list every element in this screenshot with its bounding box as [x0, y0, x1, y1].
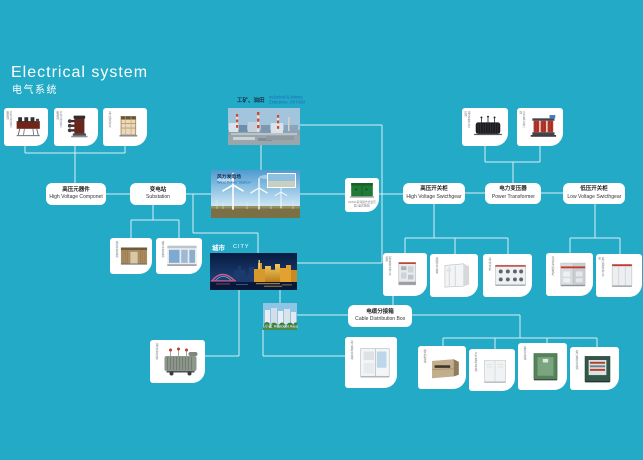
- product-image-p12: [611, 264, 633, 287]
- product-box-p12: 低压抽出式开关柜: [596, 254, 642, 297]
- product-box-p1: 户外高压真空断路器: [4, 108, 48, 146]
- product-caption-p13: 油浸式变压器: [154, 343, 158, 360]
- product-box-p7: 组合式变电站: [156, 238, 202, 274]
- product-box-p6: 预装式变电站: [110, 238, 152, 274]
- product-box-p8: 铠装移开式开关设备: [383, 253, 427, 296]
- industrial-photo: [228, 108, 300, 145]
- wind-inset-photo: [267, 173, 296, 188]
- product-image-p17: [533, 353, 558, 381]
- product-caption-p11: 交流低压配电柜: [550, 256, 554, 276]
- product-image-p2: [67, 115, 88, 138]
- product-image-p15: [432, 359, 459, 379]
- product-caption-p14: 高压电缆分接箱: [349, 340, 353, 360]
- product-box-p17: 电缆分接箱: [518, 343, 567, 390]
- product-image-p10: [495, 264, 526, 286]
- product-image-pg: [349, 183, 375, 198]
- product-box-p2: 户内高压真空断路器: [54, 108, 98, 146]
- product-caption-pg: ZGS11系列组合式变压器 (美式箱变): [348, 201, 376, 208]
- product-box-p15: 综合配电箱: [418, 346, 466, 389]
- wind-photo: [211, 170, 300, 218]
- resident-caption: 小区 Resident Area: [265, 323, 298, 329]
- product-box-p16: 户外电缆分支箱: [469, 349, 515, 391]
- product-image-p14: [360, 348, 390, 378]
- product-caption-p10: 高压开关柜: [487, 257, 491, 271]
- product-box-pg: ZGS11系列组合式变压器 (美式箱变): [345, 178, 379, 212]
- product-caption-p5: 干式电力变压器: [518, 111, 525, 128]
- product-box-p13: 油浸式变压器: [150, 340, 205, 383]
- product-caption-p8: 铠装移开式开关设备: [384, 256, 391, 276]
- city-photo: [210, 253, 297, 290]
- wind-label: 风力发电场 Wind Power Station: [217, 175, 251, 185]
- product-image-p16: [484, 360, 506, 383]
- product-box-p18: 低压电缆分接箱: [570, 347, 619, 390]
- product-image-p13: [164, 347, 198, 376]
- label-lv-switchgear: 低压开关柜 Low Voltage Swicthgear: [563, 183, 625, 204]
- product-caption-p3: 高压隔离开关: [107, 111, 111, 128]
- product-box-p9: 环网开关设备: [430, 254, 478, 297]
- product-image-p3: [119, 116, 138, 137]
- page-title-zh: 电气系统: [12, 85, 58, 96]
- product-caption-p2: 户内高压真空断路器: [55, 111, 62, 128]
- product-caption-p9: 环网开关设备: [434, 257, 438, 274]
- product-image-p18: [584, 356, 611, 383]
- label-cable-distribution-box: 电缆分接箱 Cable Distribution Box: [348, 305, 412, 327]
- product-box-p14: 高压电缆分接箱: [345, 337, 397, 388]
- product-box-p11: 交流低压配电柜: [546, 253, 593, 296]
- product-box-p3: 高压隔离开关: [103, 108, 147, 146]
- product-box-p10: 高压开关柜: [483, 254, 532, 297]
- industrial-label-zh: 工矿、油田: [237, 98, 265, 104]
- product-caption-p12: 低压抽出式开关柜: [597, 257, 604, 277]
- label-substation: 变电站 Substation: [130, 183, 186, 205]
- product-caption-p1: 户外高压真空断路器: [5, 111, 12, 128]
- label-high-voltage-component: 高压元器件 High Voltage Componet: [46, 183, 106, 205]
- label-hv-switchgear: 高压开关柜 High Voltage Swicthgear: [403, 183, 465, 204]
- product-image-p7: [167, 245, 197, 266]
- product-image-p9: [444, 263, 470, 288]
- product-image-p5: [530, 115, 557, 137]
- product-caption-p7: 组合式变电站: [160, 241, 164, 258]
- product-box-p5: 干式电力变压器: [517, 108, 563, 146]
- page-title: Electrical system: [11, 64, 149, 81]
- product-caption-p6: 预装式变电站: [114, 241, 118, 258]
- product-image-p1: [16, 117, 40, 137]
- product-image-p4: [474, 115, 502, 136]
- resident-photo: 小区 Resident Area: [263, 303, 298, 330]
- product-image-p11: [560, 262, 586, 287]
- product-caption-p15: 综合配电箱: [422, 349, 426, 363]
- product-image-p6: [120, 247, 148, 265]
- product-caption-p18: 低压电缆分接箱: [574, 350, 578, 370]
- label-power-transformer: 电力变压器 Power Transformer: [485, 183, 541, 204]
- product-caption-p4: 油浸式电力变压器: [463, 111, 470, 128]
- product-caption-p17: 电缆分接箱: [522, 346, 526, 360]
- city-label: 城市 CITY: [212, 244, 250, 252]
- product-caption-p16: 户外电缆分支箱: [473, 352, 477, 372]
- product-box-p4: 油浸式电力变压器: [462, 108, 508, 146]
- product-image-p8: [398, 262, 417, 286]
